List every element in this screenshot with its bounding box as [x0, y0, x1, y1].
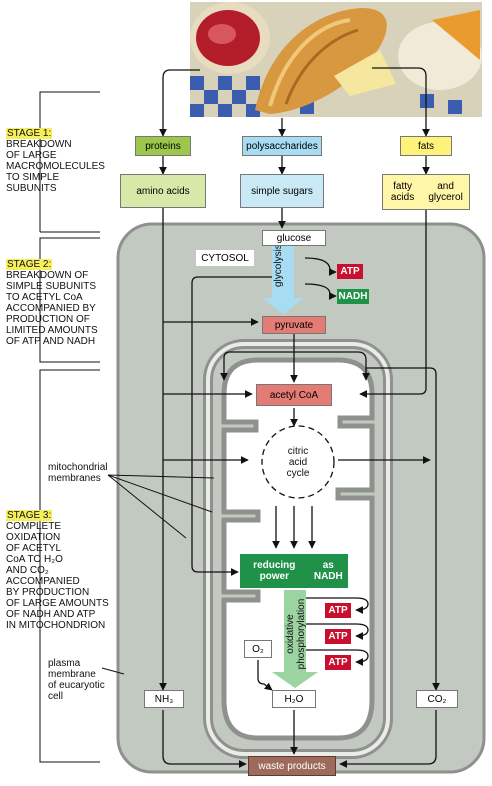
nh3-box: NH₃	[144, 690, 184, 708]
h2o-box: H₂O	[272, 690, 316, 708]
mitochondrial-membranes-label: mitochondrial membranes	[48, 462, 108, 484]
glucose-box: glucose	[262, 230, 326, 246]
stage-1-heading: STAGE 1:	[6, 128, 53, 139]
nadh-glycolysis: NADH	[337, 289, 369, 304]
stage-3-label: STAGE 3: COMPLETE OXIDATION OF ACETYL Co…	[6, 510, 109, 631]
stage-1-label: STAGE 1: BREAKDOWN OF LARGE MACROMOLECUL…	[6, 128, 105, 194]
cytosol-label: CYTOSOL	[196, 250, 254, 266]
waste-products-box: waste products	[248, 756, 336, 776]
atp-oxphos-3: ATP	[325, 655, 351, 670]
glycolysis-label: glycolysis	[273, 244, 284, 287]
stage-2-label: STAGE 2: BREAKDOWN OF SIMPLE SUBUNITS TO…	[6, 259, 98, 347]
atp-oxphos-1: ATP	[325, 603, 351, 618]
fats-box: fats	[400, 136, 452, 156]
co2-box: CO₂	[416, 690, 458, 708]
proteins-box: proteins	[135, 136, 191, 156]
o2-box: O₂	[244, 640, 272, 658]
food-photo	[190, 2, 482, 117]
stage-2-heading: STAGE 2:	[6, 259, 53, 270]
plasma-membrane-label: plasma membrane of eucaryotic cell	[48, 658, 105, 702]
stage-3-heading: STAGE 3:	[6, 510, 53, 521]
atp-glycolysis: ATP	[337, 264, 363, 279]
pyruvate-box: pyruvate	[262, 316, 326, 334]
atp-oxphos-2: ATP	[325, 629, 351, 644]
amino-acids-box: amino acids	[120, 174, 206, 208]
polysaccharides-box: polysaccharides	[242, 136, 322, 156]
simple-sugars-box: simple sugars	[240, 174, 324, 208]
acetyl-coa-box: acetyl CoA	[256, 384, 332, 406]
